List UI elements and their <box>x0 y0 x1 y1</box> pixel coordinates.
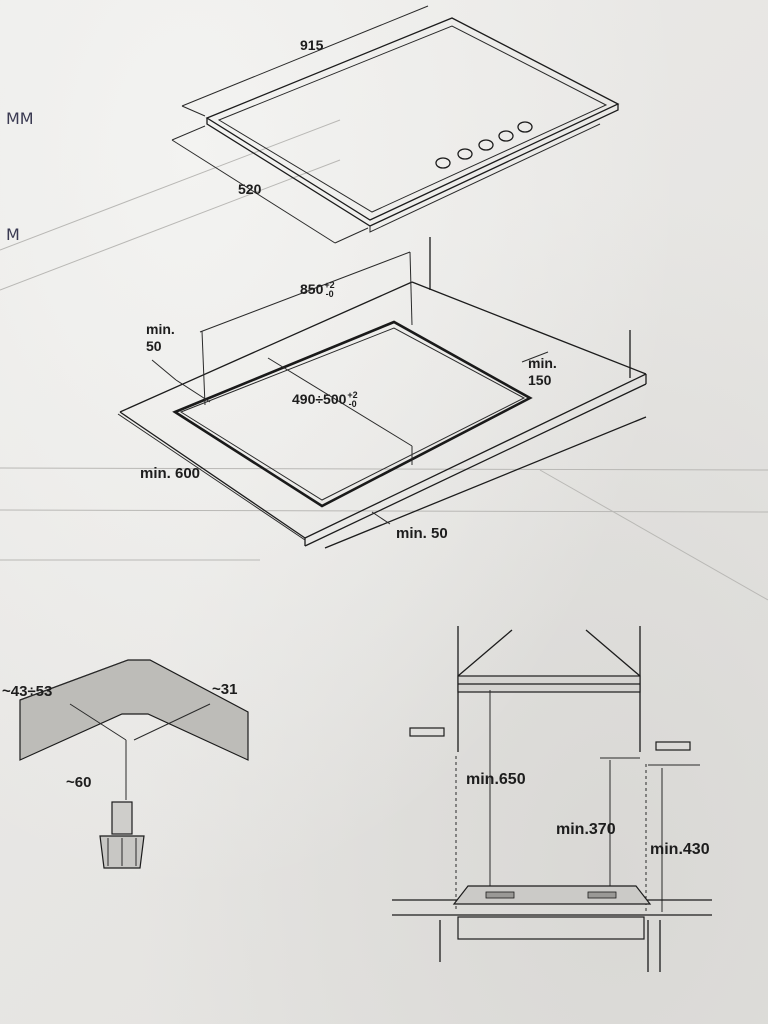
hob-top-drawing <box>171 5 620 244</box>
cutout-min-back-line1: min. <box>528 355 557 371</box>
gas-angle-b-label: ~31 <box>212 681 237 698</box>
cabinet-inner-clearance-label: min.370 <box>556 821 616 838</box>
hob-width-label: 915 <box>300 37 324 53</box>
cutout-min-front-label: min. 50 <box>396 525 448 542</box>
handwritten-note-2: M <box>6 225 20 244</box>
cutout-min-depth-label: min. 600 <box>140 465 200 482</box>
gas-angle-a-label: ~43÷53 <box>2 683 52 700</box>
control-knobs <box>435 121 533 169</box>
cutout-min-left-line2: 50 <box>146 338 162 354</box>
gas-length-label: ~60 <box>66 774 91 791</box>
handwritten-note-1: MM <box>6 109 34 128</box>
cabinet-outer-clearance-label: min.430 <box>650 841 710 858</box>
cutout-depth-label: 490÷500+2-0 <box>292 390 358 409</box>
hood-clearance-label: min.650 <box>466 771 526 788</box>
clearance-drawing <box>392 626 712 972</box>
gas-fitting-drawing <box>19 659 249 869</box>
cutout-min-back-line2: 150 <box>528 372 552 388</box>
cutout-width-label: 850+2-0 <box>300 280 335 299</box>
cutout-min-left-line1: min. <box>146 321 175 337</box>
hob-depth-label: 520 <box>238 181 262 197</box>
show-through-lines <box>0 119 768 601</box>
cutout-drawing <box>117 237 647 549</box>
